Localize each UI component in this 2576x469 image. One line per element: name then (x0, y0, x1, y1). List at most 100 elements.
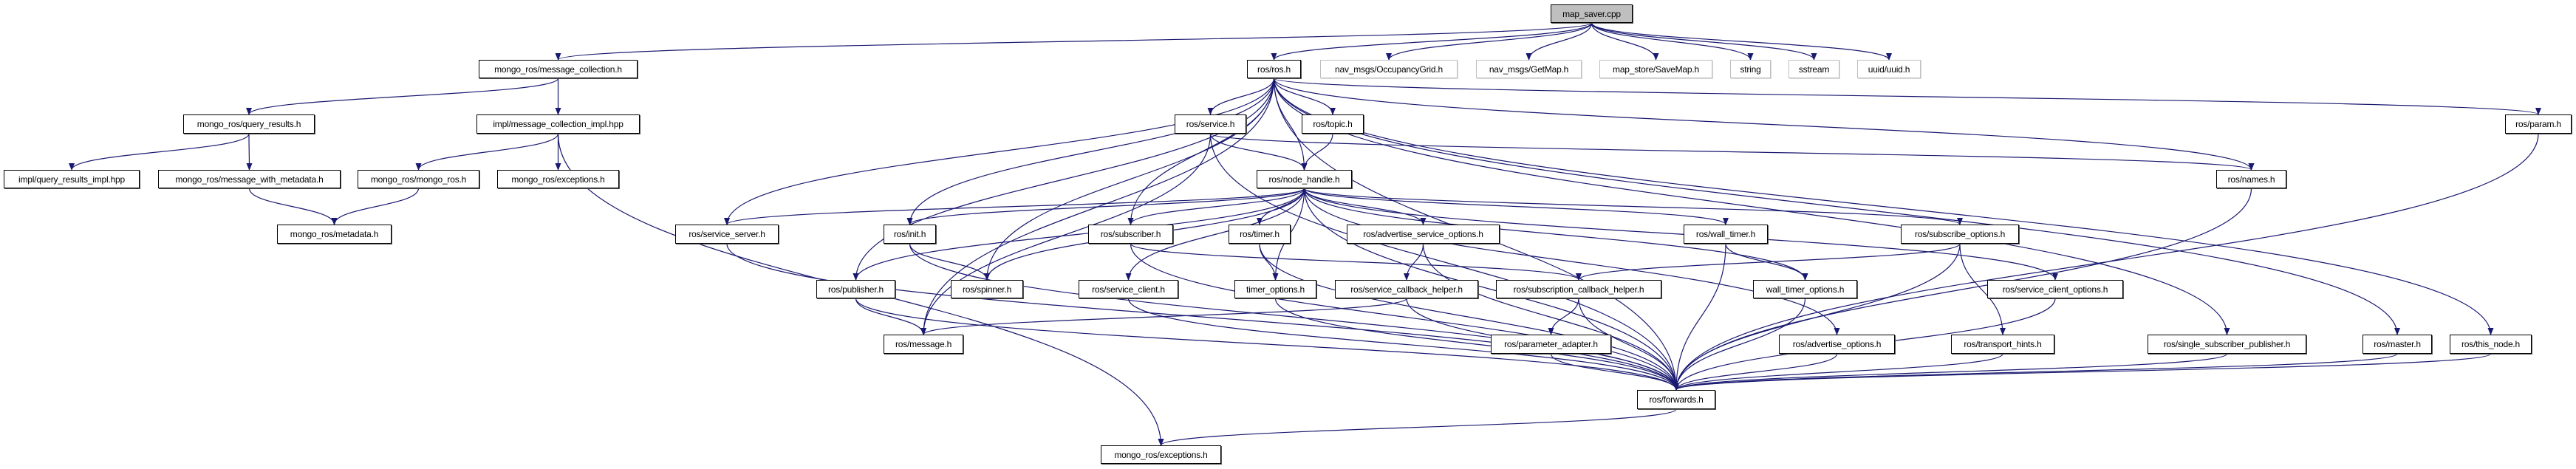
edge-message_collection-to-query_results (246, 78, 559, 115)
edge-node_handle-to-adv_opts (1303, 188, 1840, 335)
edge-ros-to-spinner (984, 78, 1275, 281)
node-srv-cb-helper[interactable]: ros/service_callback_helper.h (1335, 280, 1478, 298)
edge-node_handle-to-timer (1257, 188, 1305, 225)
edge-adv_srv_opts-to-srv_cb_helper (1404, 243, 1424, 281)
node-exc-bottom[interactable]: mongo_ros/exceptions.h (1101, 445, 1221, 464)
node-sstream: sstream (1788, 60, 1839, 78)
node-publisher[interactable]: ros/publisher.h (816, 280, 895, 298)
edge-ros-to-service_server (724, 78, 1275, 225)
edge-service-to-node_handle (1209, 133, 1308, 171)
node-this-node[interactable]: ros/this_node.h (2450, 335, 2532, 354)
node-service[interactable]: ros/service.h (1175, 114, 1246, 134)
edge-node_handle-to-service_client (1125, 188, 1305, 281)
edge-ros-to-service (1207, 78, 1275, 115)
edge-map_saver-to-uuid (1591, 22, 1892, 61)
edge-node_handle-to-wall_timer (1303, 188, 1729, 225)
node-subscribe-opts[interactable]: ros/subscribe_options.h (1901, 225, 2019, 244)
edge-service_server-to-forwards (726, 243, 1679, 391)
node-srv-client-opts[interactable]: ros/service_client_options.h (1987, 280, 2123, 298)
edge-map_saver-to-sstream (1591, 22, 1817, 61)
edge-ros-to-param (1273, 78, 2541, 115)
edge-forwards-to-exc_bottom (1158, 408, 1677, 446)
node-query-results[interactable]: mongo_ros/query_results.h (183, 114, 315, 134)
node-subscriber[interactable]: ros/subscriber.h (1088, 225, 1173, 244)
node-ros[interactable]: ros/ros.h (1247, 60, 1301, 78)
node-init[interactable]: ros/init.h (884, 225, 936, 244)
node-adv-srv-opts[interactable]: ros/advertise_service_options.h (1347, 225, 1500, 244)
edge-msg_meta-to-metadata (248, 188, 338, 225)
edge-names-to-forwards (1673, 188, 2252, 391)
node-timer[interactable]: ros/timer.h (1229, 225, 1291, 244)
node-service-client[interactable]: ros/service_client.h (1079, 280, 1178, 298)
edge-service-to-message (920, 133, 1212, 335)
edge-adv_opts-to-forwards (1673, 353, 1838, 391)
node-map-saver[interactable]: map_saver.cpp (1551, 4, 1633, 23)
node-param[interactable]: ros/param.h (2505, 114, 2572, 134)
node-sub-cb-helper[interactable]: ros/subscription_callback_helper.h (1496, 280, 1661, 298)
node-metadata[interactable]: mongo_ros/metadata.h (277, 225, 392, 244)
edge-node_handle-to-forwards (1303, 188, 1679, 391)
edge-topic-to-node_handle (1301, 133, 1333, 171)
edge-timer_opts-to-forwards (1274, 298, 1679, 391)
node-occgrid: nav_msgs/OccupancyGrid.h (1320, 60, 1458, 78)
node-forwards[interactable]: ros/forwards.h (1637, 390, 1715, 409)
edge-init-to-spinner (909, 243, 990, 281)
edge-map_saver-to-savemap (1591, 22, 1659, 61)
edge-srv_cb_helper-to-message (920, 298, 1407, 335)
node-master[interactable]: ros/master.h (2363, 335, 2432, 354)
edge-wall_timer-to-forwards (1673, 243, 1726, 391)
edge-node_handle-to-wall_timer_opts (1303, 188, 1808, 281)
edge-query_results-to-qr_impl (69, 133, 250, 171)
node-node-handle[interactable]: ros/node_handle.h (1257, 170, 1352, 188)
edge-sub_cb_helper-to-forwards (1578, 298, 1679, 391)
node-wall-timer[interactable]: ros/wall_timer.h (1684, 225, 1768, 244)
edge-wall_timer_opts-to-forwards (1673, 298, 1806, 391)
edge-subscriber-to-forwards (1130, 243, 1679, 391)
edge-subscribe_opts-to-transport_hints (1959, 243, 2006, 335)
edge-adv_srv_opts-to-forwards (1422, 243, 1679, 391)
edge-map_saver-to-occgrid (1386, 22, 1593, 61)
edge-param-to-forwards (1673, 133, 2539, 391)
edge-service-to-names (1209, 133, 2254, 171)
edge-param_adapter-to-forwards (1550, 353, 1679, 391)
node-ssp[interactable]: ros/single_subscriber_publisher.h (2148, 335, 2306, 354)
node-message[interactable]: ros/message.h (884, 335, 963, 354)
node-service-server[interactable]: ros/service_server.h (675, 225, 779, 244)
node-spinner[interactable]: ros/spinner.h (951, 280, 1023, 298)
node-mongo-ros[interactable]: mongo_ros/mongo_ros.h (358, 170, 479, 188)
edge-sub_cb_helper-to-param_adapter (1548, 298, 1579, 335)
edge-service_client-to-forwards (1127, 298, 1679, 391)
edge-node_handle-to-subscribe_opts (1303, 188, 1963, 225)
edge-mc_impl-to-mongo_ros (415, 133, 559, 171)
edge-map_saver-to-getmap (1526, 22, 1593, 61)
edge-query_results-to-msg_meta (246, 133, 253, 171)
edge-ssp-to-forwards (1673, 353, 2228, 391)
node-msg-meta[interactable]: mongo_ros/message_with_metadata.h (158, 170, 341, 188)
node-exc-top[interactable]: mongo_ros/exceptions.h (497, 170, 619, 188)
edge-node_handle-to-srv_client_opts (1303, 188, 2058, 281)
node-message-collection[interactable]: mongo_ros/message_collection.h (479, 60, 638, 78)
edge-ros-to-init (906, 78, 1275, 225)
edge-ros-to-names (1273, 78, 2255, 171)
node-transport-hints[interactable]: ros/transport_hints.h (1951, 335, 2054, 354)
edge-map_saver-to-string (1591, 22, 1754, 61)
node-string: string (1730, 60, 1771, 78)
node-qr-impl[interactable]: impl/query_results_impl.hpp (4, 170, 140, 188)
node-adv-opts[interactable]: ros/advertise_options.h (1779, 335, 1895, 354)
edge-service-to-forwards (1209, 133, 1679, 391)
edge-ros-to-publisher (853, 78, 1275, 281)
node-mc-impl[interactable]: impl/message_collection_impl.hpp (476, 114, 640, 134)
edge-node_handle-to-publisher (853, 188, 1305, 281)
edge-subscribe_opts-to-sub_cb_helper (1576, 243, 1961, 281)
node-topic[interactable]: ros/topic.h (1302, 114, 1364, 134)
node-timer-opts[interactable]: timer_options.h (1234, 280, 1316, 298)
edge-init-to-forwards (909, 243, 1679, 391)
node-names[interactable]: ros/names.h (2216, 170, 2286, 188)
edge-mongo_ros-to-metadata (331, 188, 420, 225)
node-wall-timer-opts[interactable]: wall_timer_options.h (1753, 280, 1857, 298)
node-param-adapter[interactable]: ros/parameter_adapter.h (1491, 335, 1611, 354)
edge-node_handle-to-init (906, 188, 1305, 225)
edge-map_saver-to-message_collection (556, 22, 1593, 61)
